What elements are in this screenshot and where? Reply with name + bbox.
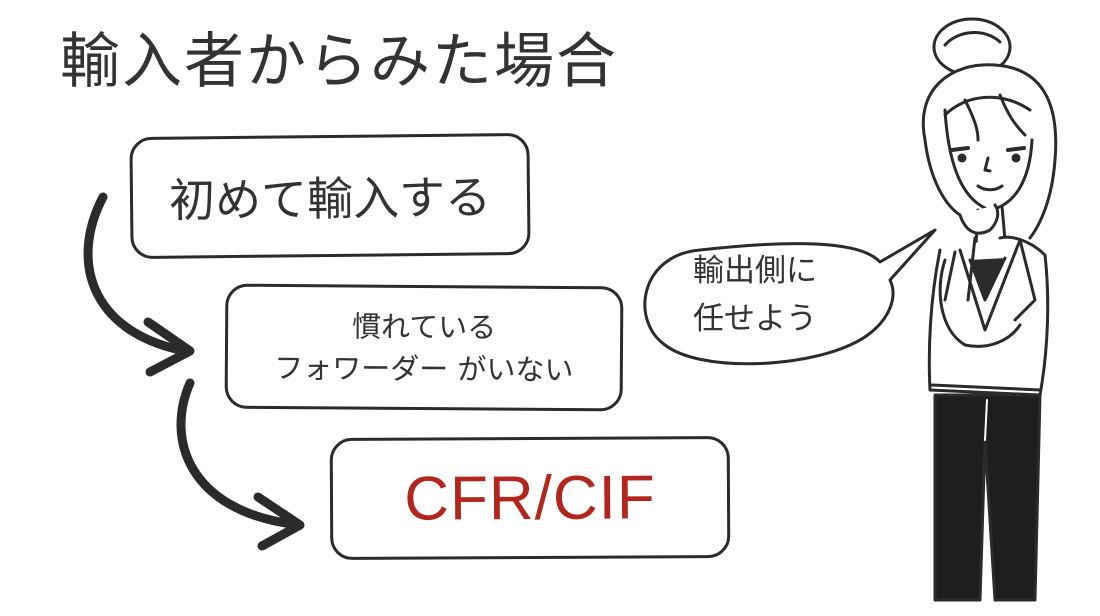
slide-title: 輸入者からみた場合 xyxy=(60,27,618,97)
curved-arrow-icon xyxy=(83,192,195,377)
step-label-accent: CFR/CIF xyxy=(404,462,656,534)
step-box-no-forwarder: 慣れている フォワーダー がいない xyxy=(224,283,624,412)
speech-line: 任せよう xyxy=(693,301,817,337)
step-label-line: フォワーダー がいない xyxy=(274,350,574,387)
speech-bubble-shape xyxy=(643,228,937,366)
step-box-first-import: 初めて輸入する xyxy=(129,132,531,260)
curved-arrow-icon xyxy=(176,378,305,551)
thinking-woman-illustration xyxy=(921,17,1058,602)
speech-bubble-text: 輸出側に 任せよう xyxy=(680,247,830,343)
step-label-line: 慣れている xyxy=(351,308,497,345)
step-box-cfr-cif: CFR/CIF xyxy=(329,435,731,561)
step-label: 初めて輸入する xyxy=(168,170,492,228)
speech-line: 輸出側に xyxy=(693,253,817,289)
